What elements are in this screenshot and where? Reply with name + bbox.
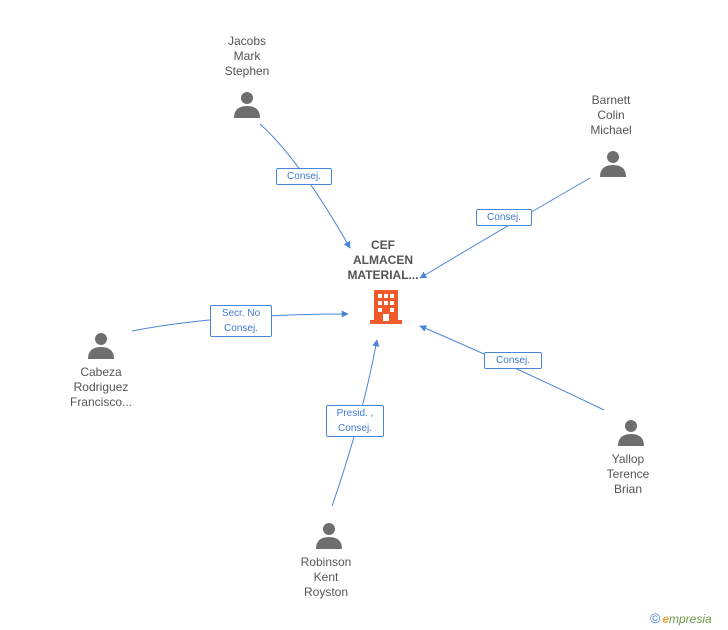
person-name-line: Michael <box>590 123 632 137</box>
person-name-line: Yallop <box>611 452 645 466</box>
role-line: Consej. <box>487 212 521 223</box>
person-name-line: Brian <box>613 482 642 496</box>
person-name-line: Mark <box>233 49 261 63</box>
copyright-symbol: © <box>650 610 661 626</box>
role-line: Secr. No <box>221 308 261 319</box>
person-name-line: Francisco... <box>69 395 132 409</box>
person-label-cabeza[interactable]: Cabeza Rodriguez Francisco... <box>46 365 156 410</box>
person-name-line: Robinson <box>300 555 352 569</box>
person-name-line: Cabeza <box>80 365 122 379</box>
person-label-yallop[interactable]: Yallop Terence Brian <box>573 452 683 497</box>
role-badge-yallop[interactable]: Consej. <box>484 352 542 369</box>
role-badge-cabeza[interactable]: Secr. No Consej. <box>210 305 272 337</box>
company-name-line: CEF <box>371 238 395 252</box>
role-line: Presid. , <box>336 408 374 419</box>
company-name-line: ALMACEN <box>353 253 413 267</box>
role-line: Consej. <box>338 423 372 434</box>
person-icon-cabeza[interactable] <box>88 333 114 359</box>
person-icon-yallop[interactable] <box>618 420 644 446</box>
role-badge-jacobs[interactable]: Consej. <box>276 168 332 185</box>
person-icon-robinson[interactable] <box>316 523 342 549</box>
role-line: Consej. <box>224 323 258 334</box>
empresia-watermark: ©empresia <box>650 610 712 626</box>
person-label-jacobs[interactable]: Jacobs Mark Stephen <box>192 34 302 79</box>
role-line: Consej. <box>496 355 530 366</box>
edge-jacobs <box>259 123 351 249</box>
person-name-line: Terence <box>606 467 650 481</box>
person-name-line: Royston <box>303 585 349 599</box>
brand-name: mpresia <box>669 612 712 626</box>
person-icon-barnett[interactable] <box>600 151 626 177</box>
person-icon-jacobs[interactable] <box>234 92 260 118</box>
person-name-line: Colin <box>597 108 625 122</box>
company-name[interactable]: CEF ALMACEN MATERIAL... <box>318 238 448 283</box>
building-icon[interactable] <box>370 290 402 324</box>
person-name-line: Stephen <box>224 64 270 78</box>
edge-barnett <box>419 177 591 279</box>
role-badge-robinson[interactable]: Presid. , Consej. <box>326 405 384 437</box>
brand-initial: e <box>662 612 670 626</box>
person-label-robinson[interactable]: Robinson Kent Royston <box>271 555 381 600</box>
person-name-line: Barnett <box>591 93 631 107</box>
person-name-line: Kent <box>313 570 339 584</box>
person-name-line: Jacobs <box>227 34 267 48</box>
company-name-line: MATERIAL... <box>347 268 419 282</box>
person-name-line: Rodriguez <box>73 380 129 394</box>
role-line: Consej. <box>287 171 321 182</box>
person-label-barnett[interactable]: Barnett Colin Michael <box>556 93 666 138</box>
role-badge-barnett[interactable]: Consej. <box>476 209 532 226</box>
